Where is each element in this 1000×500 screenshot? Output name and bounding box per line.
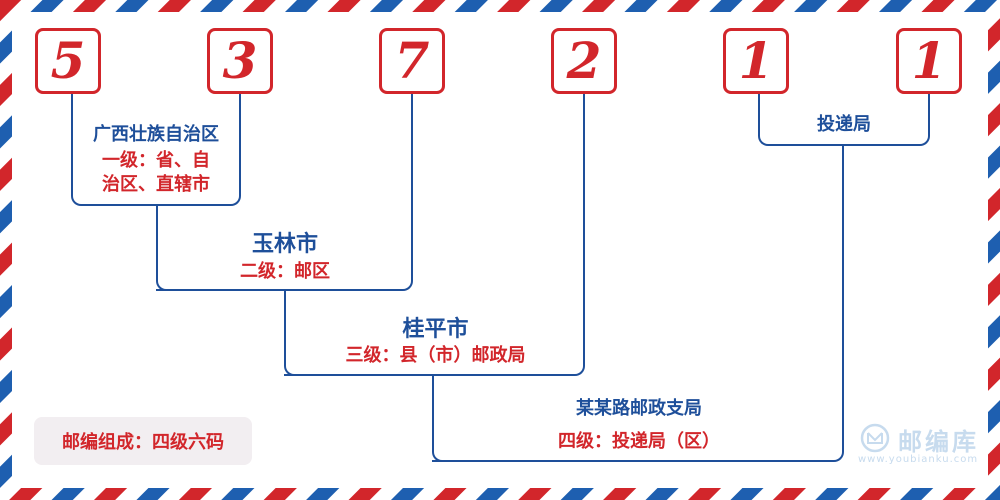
watermark: 邮编库 www.youbianku.com (858, 420, 988, 470)
postcode-digit-4: 2 (551, 28, 617, 94)
connector-city (156, 94, 413, 291)
connector-county (284, 94, 585, 376)
envelope-icon (860, 423, 890, 453)
postcode-digit-3: 7 (379, 28, 445, 94)
city-desc: 二级：邮区 (240, 261, 330, 282)
city-name: 玉林市 (251, 232, 318, 257)
connector-branch (432, 146, 844, 462)
connector-city-left (156, 206, 170, 291)
watermark-title: 邮编库 (898, 428, 979, 456)
digit-text: 1 (911, 31, 947, 90)
connector-delivery (758, 94, 930, 146)
connector-branch-left (432, 376, 446, 462)
delivery-name: 投递局 (817, 114, 871, 135)
watermark-url: www.youbianku.com (858, 454, 979, 465)
digit-text: 7 (394, 31, 430, 90)
postcode-digit-6: 1 (896, 28, 962, 94)
province-desc-line2: 治区、直辖市 (102, 174, 210, 195)
digit-text: 2 (566, 31, 602, 90)
postcode-digit-2: 3 (207, 28, 273, 94)
province-name: 广西壮族自治区 (93, 124, 219, 145)
province-desc-line1: 一级：省、自 (102, 150, 210, 171)
county-desc: 三级：县（市）邮政局 (345, 345, 526, 366)
postcode-digit-1: 5 (35, 28, 101, 94)
digit-text: 3 (222, 31, 258, 90)
postcode-structure-badge: 邮编组成：四级六码 (34, 417, 252, 465)
digit-text: 1 (738, 31, 774, 90)
branch-name: 某某路邮政支局 (576, 398, 702, 419)
connector-county-left (284, 291, 298, 376)
postcode-digit-5: 1 (723, 28, 789, 94)
digit-text: 5 (50, 31, 86, 90)
connector-province (71, 94, 241, 206)
branch-desc: 四级：投递局（区） (558, 431, 720, 452)
county-name: 桂平市 (402, 317, 469, 342)
